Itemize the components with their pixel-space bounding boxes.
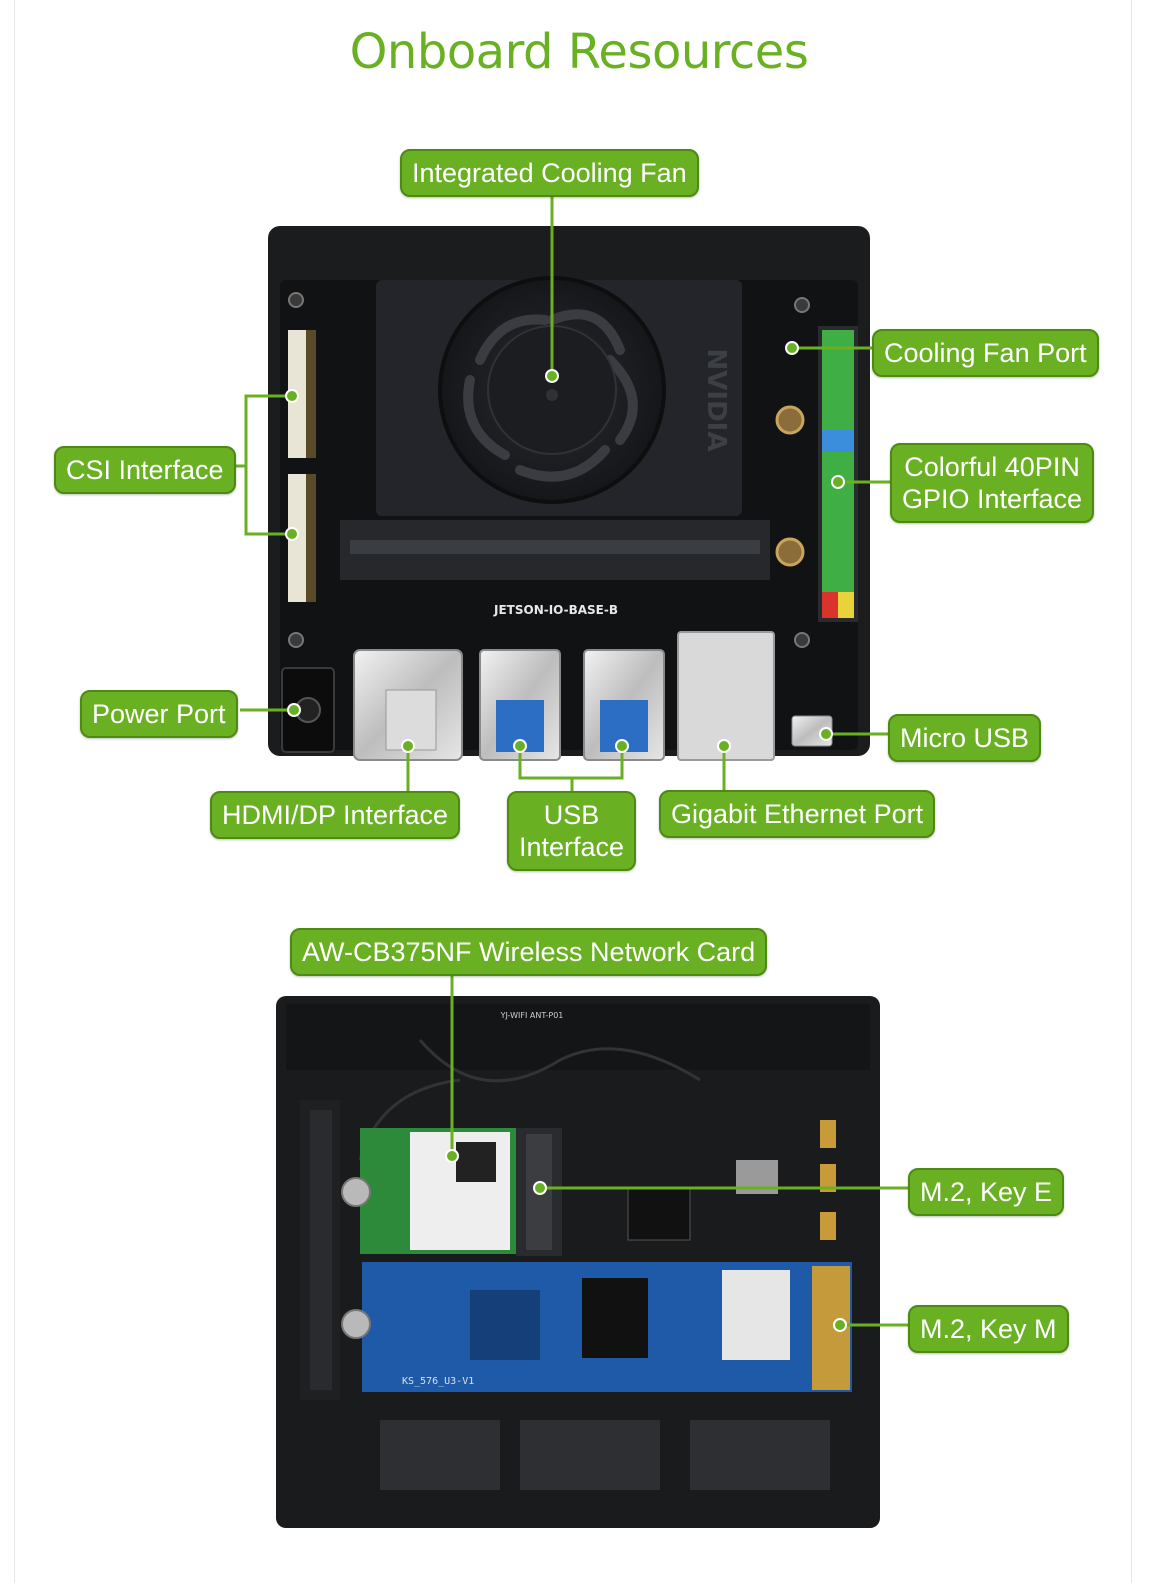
- ethernet-port: [677, 631, 775, 761]
- label-gpio-line2: GPIO Interface: [902, 484, 1083, 514]
- silkscreen-board-name: JETSON-IO-BASE-B: [493, 603, 618, 617]
- label-cooling-fan-port: Cooling Fan Port: [872, 329, 1099, 377]
- label-csi-interface: CSI Interface: [54, 446, 236, 494]
- page-frame: [14, 0, 1132, 1583]
- bottom-leader-lines: [450, 968, 910, 1327]
- bottom-board: YJ-WIFI ANT-P01 KS_576_U3-V1: [276, 996, 880, 1528]
- ssd-silkscreen: KS_576_U3-V1: [402, 1376, 474, 1387]
- bottom-leader-dots: [445, 1149, 847, 1332]
- silkscreen-antenna: YJ-WIFI ANT-P01: [500, 1011, 564, 1020]
- label-usb-line2: Interface: [519, 832, 625, 862]
- label-power-port: Power Port: [80, 690, 238, 738]
- label-usb-interface: USB Interface: [507, 791, 637, 871]
- label-usb-line1: USB: [543, 800, 600, 830]
- gpio-header: [818, 326, 858, 622]
- label-gpio-interface: Colorful 40PIN GPIO Interface: [890, 443, 1095, 523]
- label-m2-key-m: M.2, Key M: [908, 1305, 1069, 1353]
- page-title: Onboard Resources: [349, 24, 809, 80]
- label-gpio-line1: Colorful 40PIN: [904, 452, 1080, 482]
- label-gigabit-ethernet-port: Gigabit Ethernet Port: [659, 790, 936, 838]
- nvidia-logo: NVIDIA: [701, 349, 731, 452]
- top-board: NVIDIA JETSON-IO-BASE-B: [268, 226, 870, 761]
- label-micro-usb: Micro USB: [888, 714, 1042, 762]
- top-leader-dots: [285, 341, 845, 753]
- label-hdmi-dp-interface: HDMI/DP Interface: [210, 791, 461, 839]
- top-leader-lines: [230, 186, 892, 792]
- label-m2-key-e: M.2, Key E: [908, 1168, 1065, 1216]
- label-integrated-cooling-fan: Integrated Cooling Fan: [400, 149, 699, 197]
- label-wireless-network-card: AW-CB375NF Wireless Network Card: [290, 928, 768, 976]
